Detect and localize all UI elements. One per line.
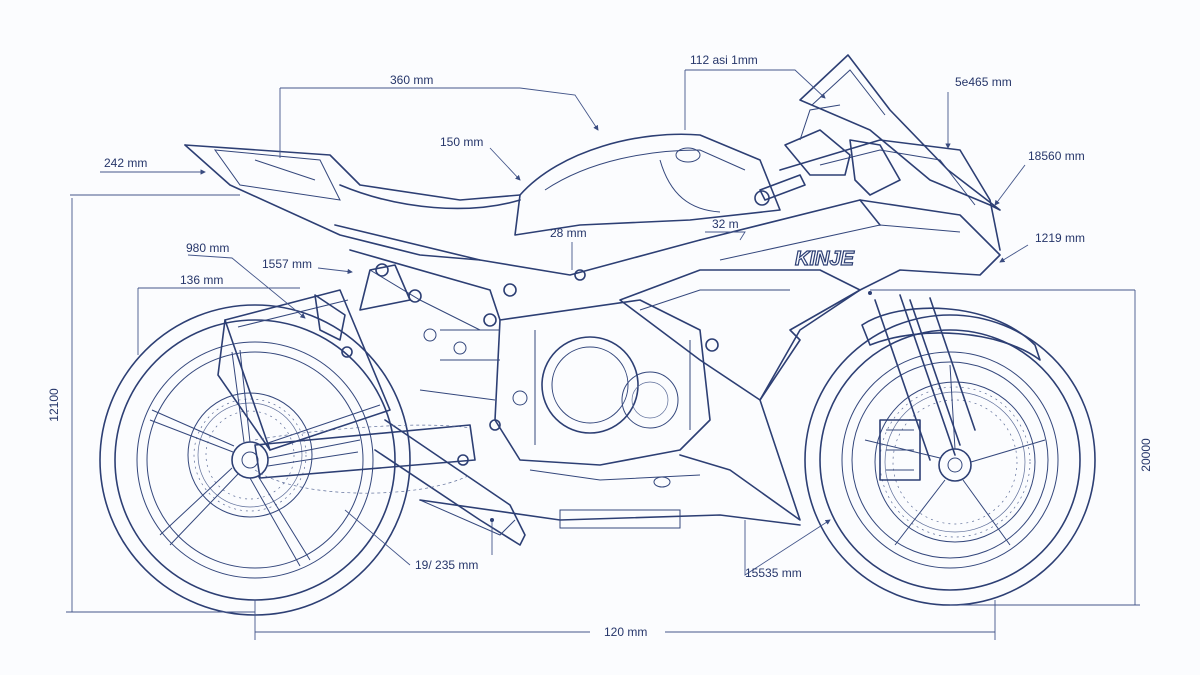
label-bottom-length: 120 mm: [604, 625, 647, 639]
label-left-height: 12100: [47, 388, 61, 422]
dimension-lines: [66, 69, 1140, 640]
fairing-logo: KINJE: [795, 248, 855, 270]
engine: [419, 299, 711, 466]
label-left-b: 1557 mm: [262, 257, 312, 271]
fuel-tank: [514, 133, 781, 236]
label-right-upper: 18560 mm: [1028, 149, 1085, 163]
label-right-fairing: 1219 mm: [1035, 231, 1085, 245]
label-top-center: 112 asi 1mm: [690, 53, 758, 67]
front-brake-disc: [874, 381, 1036, 543]
tail-section: [184, 144, 521, 261]
label-frame-mid: 32 m: [712, 217, 739, 231]
label-seat-mid: 28 mm: [550, 226, 587, 240]
exhaust: [217, 289, 526, 546]
front-wheel: [804, 314, 1096, 606]
dimension-labels: 360 mm 112 asi 1mm 5e465 mm 150 mm 18560…: [47, 53, 1153, 639]
rear-wheel: [99, 304, 411, 616]
rear-brake-disc: [187, 392, 313, 518]
label-right-height: 20000: [1139, 438, 1153, 472]
label-bottom-left: 19/ 235 mm: [415, 558, 478, 572]
label-top-length: 360 mm: [390, 73, 433, 87]
label-left-c: 136 mm: [180, 273, 223, 287]
label-top-right: 5e465 mm: [955, 75, 1012, 89]
swingarm: [254, 424, 476, 494]
handlebar-cluster: [754, 104, 901, 206]
label-tail: 242 mm: [104, 156, 147, 170]
front-fork: [861, 294, 1041, 461]
label-tank-top: 150 mm: [440, 135, 483, 149]
belly-pan: [419, 469, 801, 529]
label-left-a: 980 mm: [186, 241, 229, 255]
label-bottom-right: 15535 mm: [745, 566, 802, 580]
frame: [314, 224, 719, 466]
